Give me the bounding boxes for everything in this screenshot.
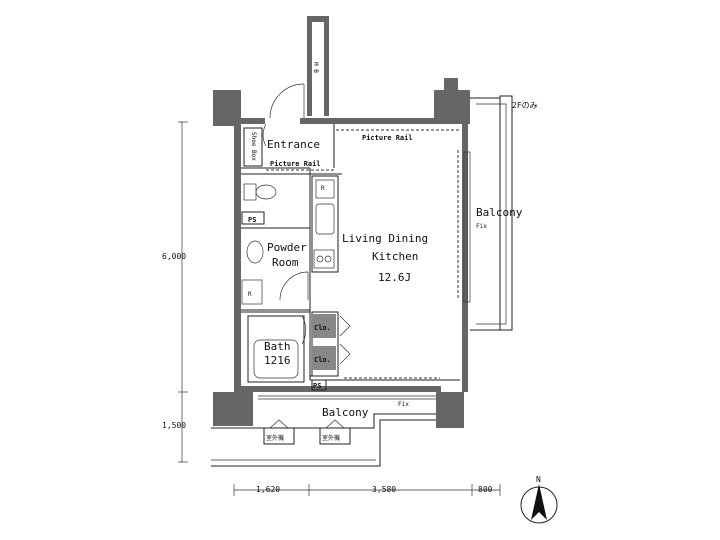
north-arrow [520, 484, 558, 524]
compass-label: N [536, 475, 541, 484]
fix-label-2: Fix [398, 401, 409, 408]
picture-rail-top-label: Picture Rail [362, 134, 413, 142]
clo-label-1: Clo. [314, 324, 331, 332]
entrance-label: Entrance [267, 138, 320, 151]
partitions [241, 124, 460, 381]
picture-rail-entrance-label: Picture Rail [270, 160, 321, 168]
ac-unit-label-1: 室外機 [266, 434, 284, 442]
ldk-area-label: 12.6J [378, 271, 411, 284]
walls [213, 16, 470, 428]
ldk-label-1: Living Dining [342, 232, 428, 245]
shoe-box-label: Shoe Box [250, 132, 257, 161]
balconies [211, 95, 513, 467]
dim-horizontal-2: 3,580 [372, 485, 396, 494]
rails [258, 129, 471, 400]
upper-floor-note: 2Fのみ [512, 101, 538, 110]
ldk-label-2: Kitchen [372, 250, 418, 263]
bath-label-1: Bath [264, 340, 291, 353]
balcony-south-label: Balcony [322, 406, 369, 419]
fix-label-1: Fix [476, 223, 487, 230]
dim-horizontal-3: 800 [478, 485, 493, 494]
balcony-east-label: Balcony [476, 206, 523, 219]
r-label-1: R [321, 185, 325, 192]
ac-unit-label-2: 室外機 [322, 434, 340, 442]
fixtures [241, 127, 336, 391]
doors [262, 83, 351, 365]
mb-label: M B [312, 62, 319, 73]
powder-room-label-1: Powder [267, 241, 307, 254]
dim-horizontal-1: 1,620 [256, 485, 280, 494]
dim-vertical-balcony: 1,500 [162, 421, 186, 430]
r-label-2: R [248, 291, 252, 298]
bath-label-2: 1216 [264, 354, 291, 367]
clo-label-2: Clo. [314, 356, 331, 364]
dim-vertical-main: 6,000 [162, 252, 186, 261]
dimension-lines [178, 121, 501, 496]
ps-label-1: PS [248, 216, 256, 224]
powder-room-label-2: Room [272, 256, 299, 269]
ps-label-2: PS [313, 382, 321, 390]
